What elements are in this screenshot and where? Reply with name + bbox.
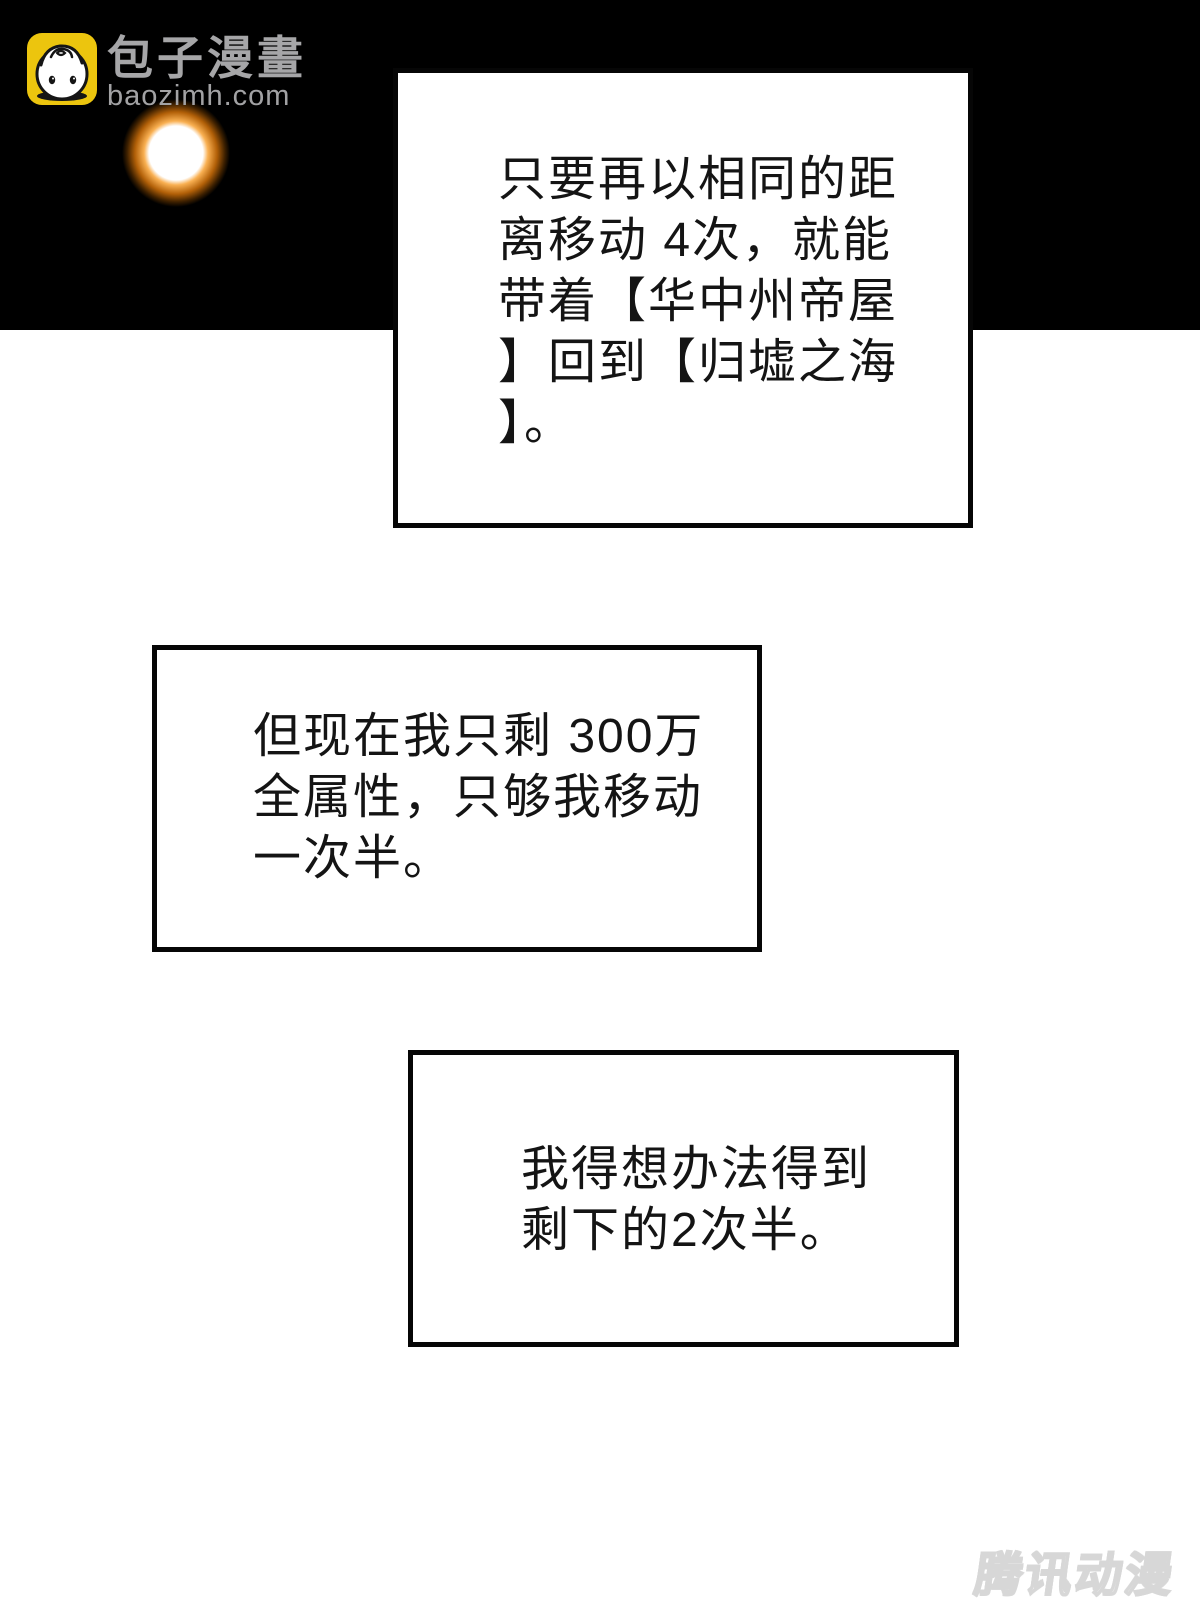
- narration-box-2: 但现在我只剩 300万 全属性，只够我移动 一次半。: [152, 645, 762, 952]
- moon: [122, 99, 230, 207]
- narration-text-3: 我得想办法得到 剩下的2次半。: [521, 1143, 872, 1257]
- narration-text-2: 但现在我只剩 300万 全属性，只够我移动 一次半。: [253, 710, 705, 885]
- narration-box-1: 只要再以相同的距 离移动 4次，就能 带着【华中州帝屋 】回到【归墟之海 】。: [393, 68, 973, 528]
- narration-text-1: 只要再以相同的距 离移动 4次，就能 带着【华中州帝屋 】回到【归墟之海 】。: [498, 153, 899, 450]
- site-name: 包子漫畫: [107, 32, 307, 84]
- baozi-bun-icon: [27, 33, 97, 105]
- site-domain: baozimh.com: [107, 80, 291, 112]
- site-logo: 包子漫畫 baozimh.com: [27, 33, 307, 111]
- tencent-comics-watermark: 腾讯动漫: [971, 1547, 1180, 1602]
- narration-box-3: 我得想办法得到 剩下的2次半。: [408, 1050, 959, 1347]
- site-logo-texts: 包子漫畫 baozimh.com: [107, 33, 307, 111]
